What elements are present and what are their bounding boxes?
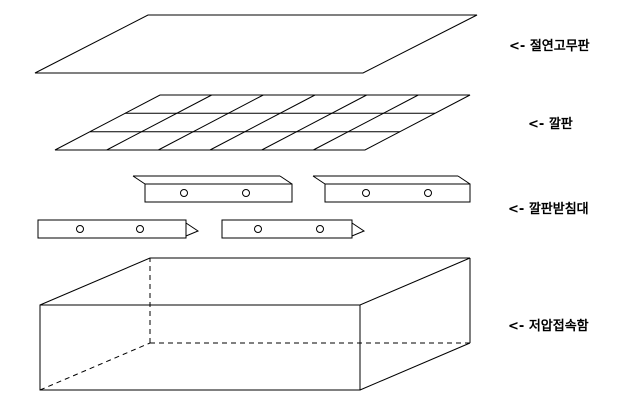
bolt-hole — [180, 189, 188, 197]
hidden-edges — [39, 258, 470, 391]
bolt-hole — [76, 225, 84, 233]
support-rail-top-right — [312, 175, 471, 203]
label-pallet: <- 깔판 — [528, 117, 573, 132]
bolt-hole — [316, 225, 324, 233]
bolt-hole — [362, 189, 370, 197]
support-rail-bottom-right — [221, 219, 366, 239]
bolt-hole — [254, 225, 262, 233]
bolt-hole — [242, 189, 250, 197]
junction-box-shape — [39, 257, 471, 391]
label-pallet-support: <- 깔판받침대 — [508, 202, 589, 217]
support-rail-top-left — [132, 175, 293, 203]
bolt-hole — [424, 189, 432, 197]
label-insulating-rubber-plate: <- 절연고무판 — [509, 39, 590, 54]
pallet-grid-shape — [54, 94, 471, 151]
insulating-rubber-plate-shape — [34, 14, 478, 74]
pallet-support-rails — [37, 175, 471, 239]
bolt-hole — [136, 225, 144, 233]
label-junction-box: <- 저압접속함 — [508, 319, 589, 334]
support-rail-bottom-left — [37, 219, 200, 239]
